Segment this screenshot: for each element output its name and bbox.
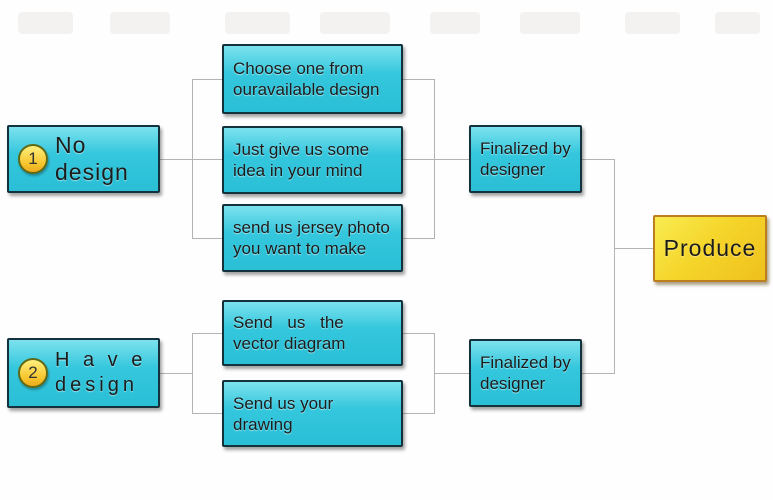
edge-merge1-vertical	[434, 79, 435, 239]
node-text-line: you want to make	[233, 239, 367, 258]
node-have-design: 2 H a v e design	[7, 338, 160, 408]
edge-branch1-to-jersey	[192, 238, 222, 239]
node-send-jersey-photo: send us jersey photo you want to make	[222, 204, 403, 272]
node-text-line: designer	[480, 374, 546, 393]
ghost-artifact	[320, 12, 390, 34]
ghost-artifact	[225, 12, 290, 34]
number-badge-1: 1	[18, 144, 48, 174]
node-text-line: drawing	[233, 414, 293, 434]
ghost-artifact	[715, 12, 760, 34]
node-text-line: send us jersey photo	[233, 218, 390, 237]
node-label: No design	[55, 132, 129, 185]
node-give-idea: Just give us some idea in your mind	[222, 126, 403, 194]
node-text-line: Send us the	[233, 313, 344, 332]
edge-merge2-to-finalized2	[434, 373, 469, 374]
node-label: H a v e design	[55, 348, 146, 398]
node-text-line: Finalized by	[480, 139, 571, 158]
edge-produce-merge-vertical	[614, 159, 615, 374]
ghost-artifact	[625, 12, 680, 34]
edge-branch2-to-vector	[192, 333, 222, 334]
edge-vector-to-merge	[403, 333, 434, 334]
node-text-line: H a v e	[55, 349, 147, 371]
node-produce: Produce	[653, 215, 767, 282]
node-label: Produce	[663, 235, 757, 261]
edge-nodesign-to-branch	[160, 159, 222, 160]
node-send-drawing: Send us your drawing	[222, 380, 403, 447]
node-finalized-by-designer-1: Finalized by designer	[469, 125, 582, 193]
edge-branch1-to-choose	[192, 79, 222, 80]
node-text-line: idea in your mind	[233, 161, 363, 180]
edge-jersey-to-merge	[403, 238, 434, 239]
edge-finalized1-to-merge	[582, 159, 614, 160]
number-badge-2: 2	[18, 358, 48, 388]
ghost-artifact	[520, 12, 580, 34]
ghost-artifact	[18, 12, 73, 34]
node-text-line: Finalized by	[480, 353, 571, 372]
edge-finalized2-to-merge	[582, 373, 614, 374]
edge-drawing-to-merge	[403, 413, 434, 414]
edge-idea-to-finalized1	[403, 159, 469, 160]
node-finalized-by-designer-2: Finalized by designer	[469, 339, 582, 407]
edge-merge-to-produce	[614, 248, 653, 249]
edge-branch2-to-drawing	[192, 413, 222, 414]
edge-branch2-left-vertical	[192, 333, 193, 414]
edge-choose-to-merge	[403, 79, 434, 80]
edge-havedesign-to-branch	[160, 373, 193, 374]
node-text-line: Send us your	[233, 393, 334, 413]
node-send-vector-diagram: Send us the vector diagram	[222, 300, 403, 366]
node-text-line: Just give us some	[233, 140, 370, 159]
node-no-design: 1 No design	[7, 125, 160, 193]
node-text-line: design	[55, 374, 138, 396]
edge-branch1-left-vertical	[192, 79, 193, 239]
ghost-artifact	[430, 12, 480, 34]
node-text-line: vector diagram	[233, 334, 346, 353]
node-text-line: ouravailable design	[233, 80, 380, 99]
node-choose-available-design: Choose one from ouravailable design	[222, 44, 403, 114]
node-text-line: Choose one from	[233, 59, 364, 78]
node-text-line: designer	[480, 160, 546, 179]
ghost-artifact	[110, 12, 170, 34]
